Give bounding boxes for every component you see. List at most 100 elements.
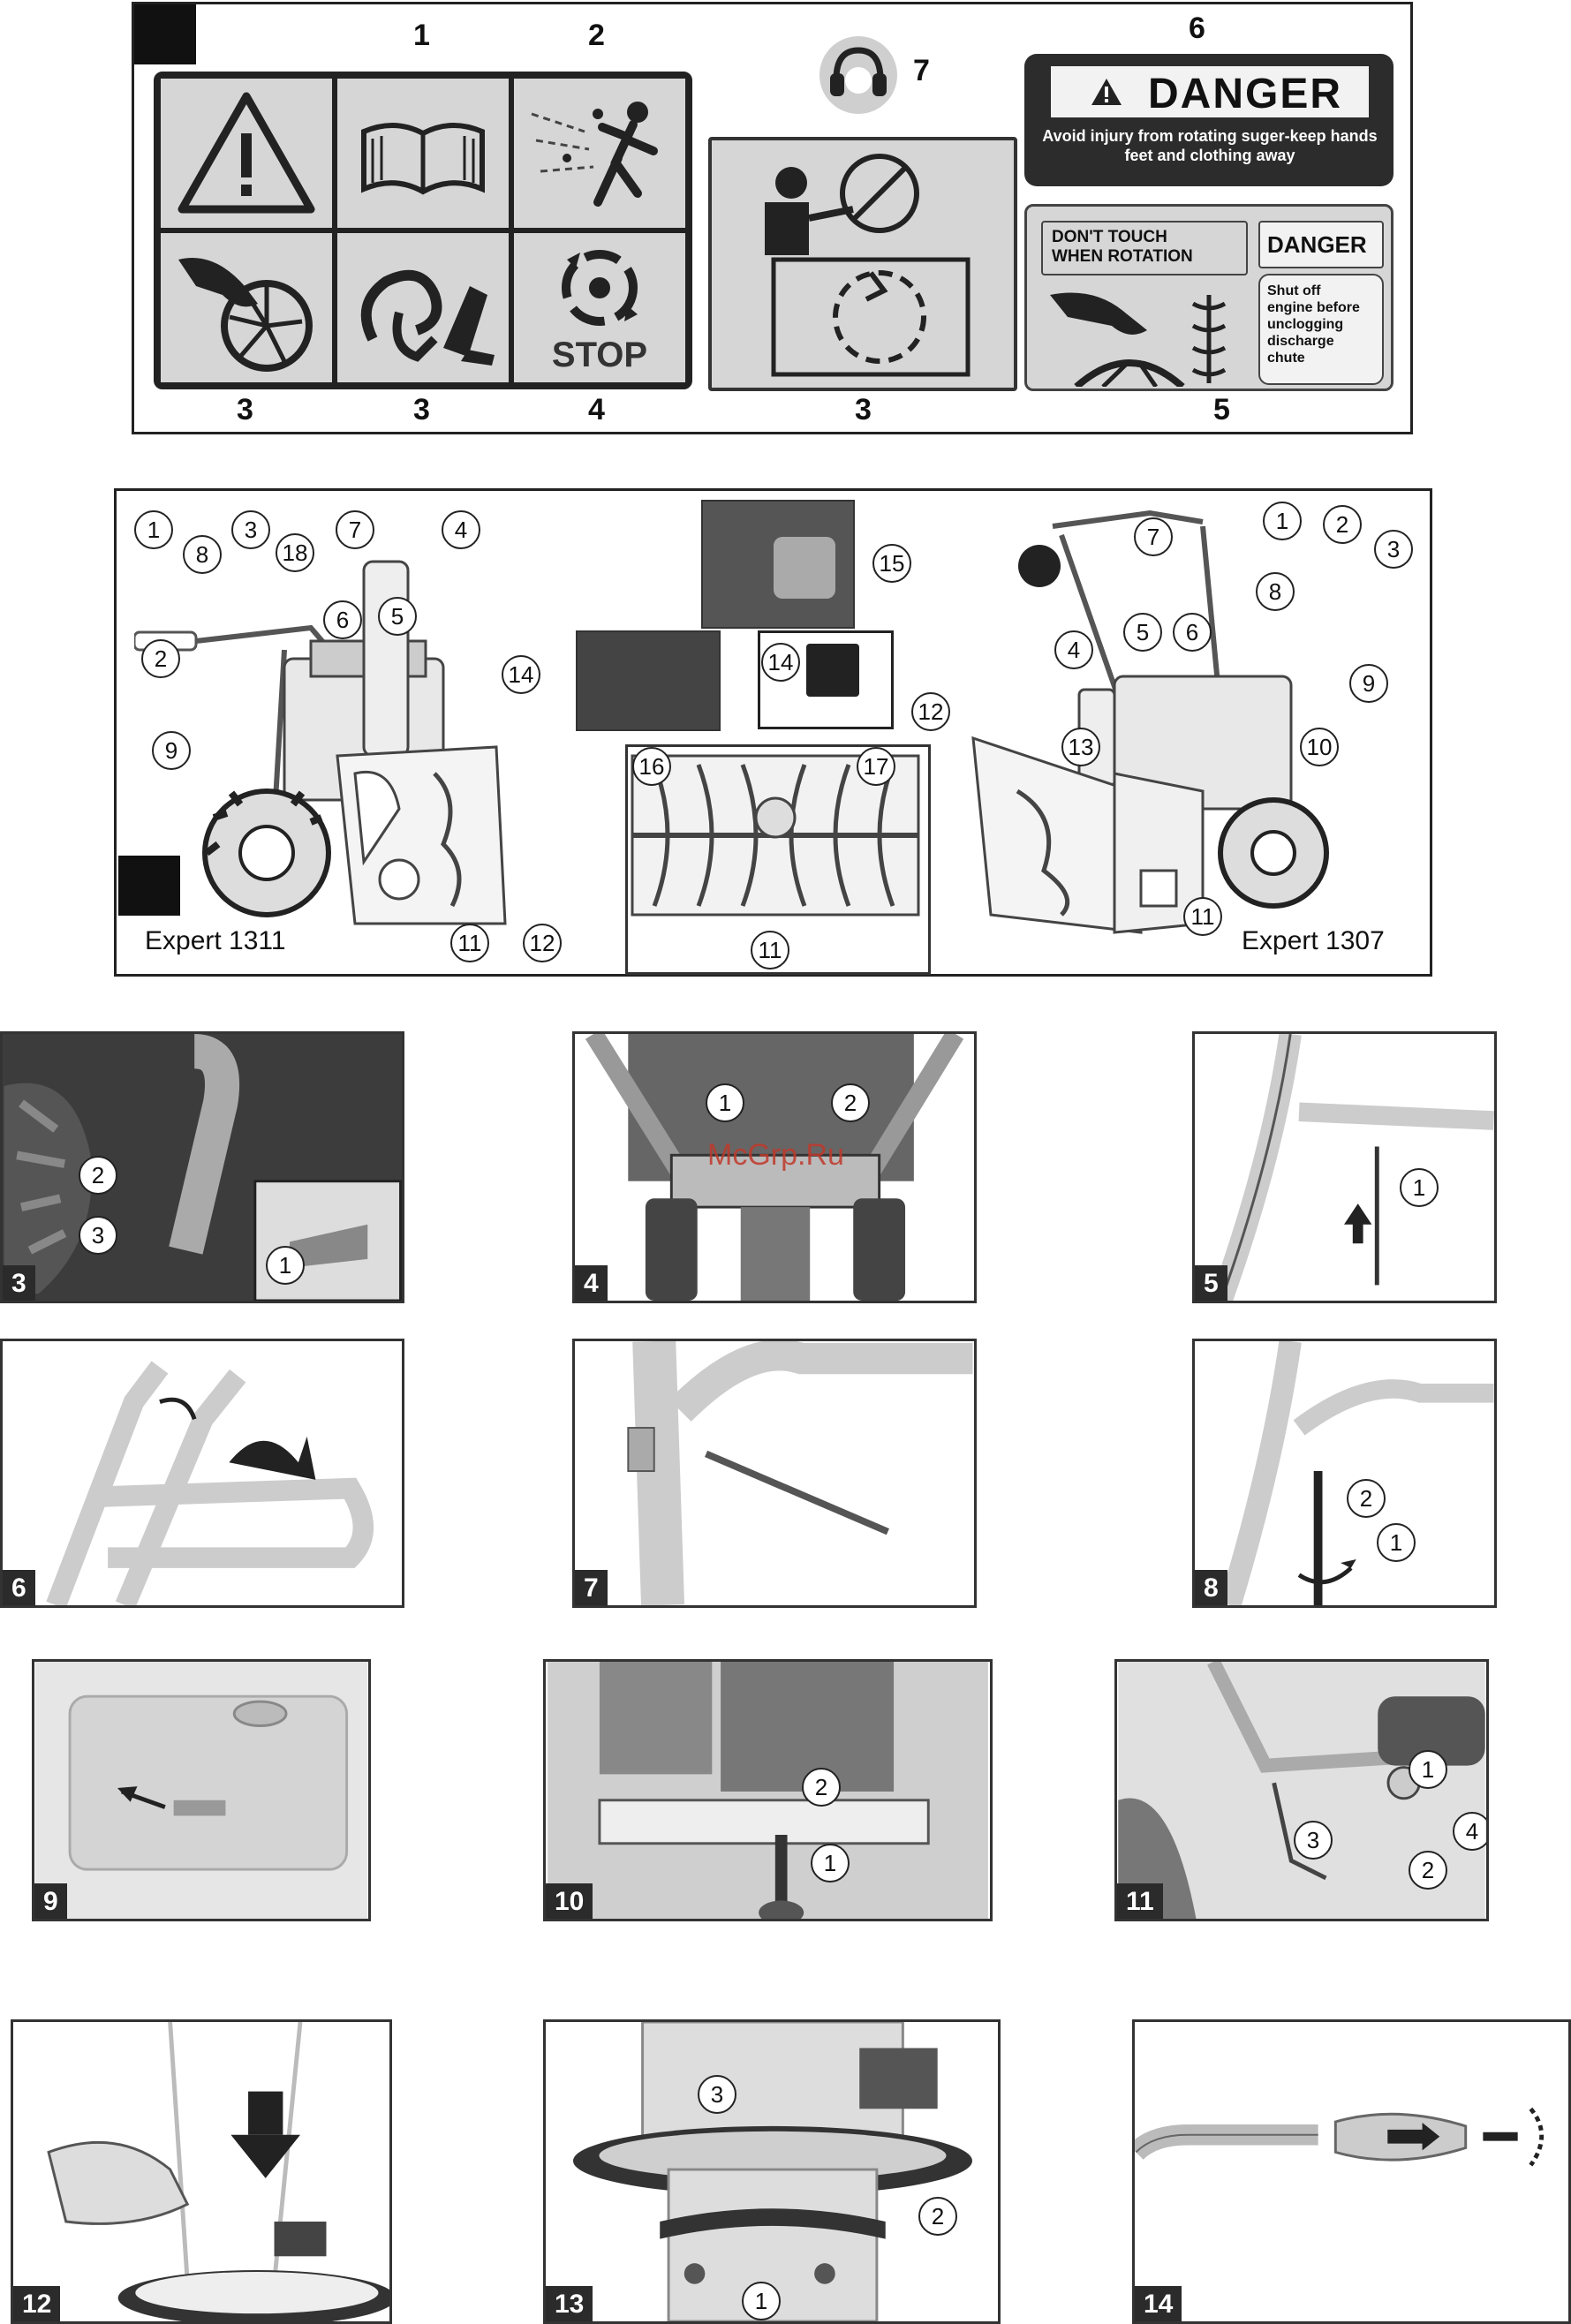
figure-tag: 9 [34, 1883, 67, 1919]
callout: 7 [1134, 517, 1173, 556]
stop-rotor-icon [562, 250, 638, 326]
warning-triangle-cell [158, 76, 335, 230]
label-number: 2 [588, 19, 605, 52]
callout: 2 [918, 2197, 957, 2236]
stop-text: STOP [551, 336, 648, 374]
thrown-objects-cell [511, 76, 688, 230]
snowblower-left-drawing [134, 560, 507, 925]
dont-touch-label: DON'T TOUCH WHEN ROTATION DANGER Shut of… [1024, 204, 1394, 391]
figure-3-panel: 2 3 1 3 [0, 1031, 404, 1303]
figure-tag: 11 [1117, 1883, 1163, 1919]
model-right: Expert 1307 [1242, 926, 1385, 955]
callout: 1 [706, 1083, 744, 1122]
callout: 17 [857, 747, 895, 786]
figure-10-panel: 2 1 10 [543, 1659, 993, 1921]
callout: 3 [1374, 530, 1413, 569]
callout: 6 [1173, 613, 1212, 652]
label5-danger-box: DANGER [1258, 221, 1384, 268]
label5-right-box: Shut off engine before unclogging discha… [1258, 274, 1384, 385]
callout: 14 [761, 643, 800, 682]
figure-6-panel: 6 [0, 1339, 404, 1608]
callout: 3 [698, 2075, 736, 2114]
safety-labels-frame: 1 2 3 3 4 3 6 7 5 [132, 2, 1413, 434]
figure-marker [134, 4, 196, 64]
danger-title: DANGER [1148, 71, 1343, 117]
figure-tag: 7 [575, 1570, 608, 1605]
callout: 1 [134, 510, 173, 549]
pin-drawing [34, 1662, 368, 1919]
figure-8-panel: 2 1 8 [1192, 1339, 1497, 1608]
figure-tag: 8 [1195, 1570, 1227, 1605]
auger-warning-label [708, 137, 1017, 391]
shift-lever-drawing [548, 1662, 988, 1919]
handle-fold-drawing [46, 1361, 374, 1605]
figure-11-panel: 1 4 3 2 11 [1114, 1659, 1489, 1921]
figure-tag: 4 [575, 1265, 608, 1301]
callout: 9 [152, 731, 191, 770]
foot-auger-icon [360, 269, 495, 366]
handle-bolt-drawing [627, 1341, 973, 1605]
label-number: 4 [588, 393, 605, 426]
callout: 2 [831, 1083, 870, 1122]
callout: 11 [751, 931, 789, 970]
label-number: 3 [855, 393, 872, 426]
label5-title: DANGER [1267, 231, 1367, 258]
danger-label: DANGER Avoid injury from rotating suger-… [1024, 54, 1394, 186]
callout: 7 [336, 510, 374, 549]
figure-tag: 6 [3, 1570, 35, 1605]
cable-linkage-drawing [1118, 1662, 1485, 1919]
callout: 3 [231, 510, 270, 549]
callout: 5 [1123, 613, 1162, 652]
label-number: 7 [913, 54, 930, 87]
callout: 1 [1377, 1523, 1416, 1562]
label-number: 6 [1189, 11, 1205, 45]
handle-rod-drawing [1210, 1034, 1494, 1301]
callout: 4 [442, 510, 480, 549]
figure-12-panel: 12 [11, 2019, 392, 2324]
callout: 3 [79, 1216, 117, 1255]
callout: 2 [1409, 1851, 1447, 1890]
figure-5-panel: 1 5 [1192, 1031, 1497, 1303]
callout: 12 [911, 692, 950, 731]
figure-9-panel: 9 [32, 1659, 371, 1921]
watermark: McGrp.Ru [707, 1138, 844, 1172]
callout: 2 [1347, 1479, 1386, 1518]
callout: 14 [502, 655, 540, 694]
manual-cell [335, 76, 511, 230]
figure-7-panel: 7 [572, 1339, 977, 1608]
figure-4-panel: 1 2 McGrp.Ru 4 [572, 1031, 977, 1303]
callout: 1 [1409, 1750, 1447, 1789]
overview-frame: Expert 1311 Expert 1307 [114, 488, 1432, 977]
callout: 11 [450, 924, 489, 962]
callout: 8 [1256, 572, 1295, 611]
figure-tag: 10 [546, 1883, 593, 1919]
book-icon [361, 122, 485, 195]
figure-14-panel: 14 [1132, 2019, 1571, 2324]
crank-rod-drawing [1135, 2107, 1544, 2167]
label-number: 3 [413, 393, 430, 426]
figure-tag: 13 [546, 2286, 593, 2321]
callout: 11 [1183, 897, 1222, 936]
callout: 15 [872, 544, 911, 583]
callout: 1 [742, 2282, 781, 2320]
figure-marker [118, 856, 180, 916]
model-left: Expert 1311 [145, 926, 286, 955]
callout: 5 [378, 597, 417, 636]
callout: 8 [183, 535, 222, 574]
hand-auger-icon [178, 258, 313, 372]
callout: 4 [1054, 630, 1093, 669]
lever-shape [774, 537, 835, 599]
callout: 1 [266, 1246, 305, 1285]
callout: 1 [1400, 1168, 1439, 1207]
chute-lever-inset [701, 500, 855, 629]
callout: 3 [1294, 1821, 1333, 1860]
figure-tag: 14 [1135, 2286, 1182, 2321]
figure-tag: 12 [13, 2286, 61, 2321]
ear-protection-icon [819, 36, 897, 114]
shut-off-text: Shut off engine before unclogging discha… [1267, 283, 1360, 366]
dont-touch-text: DON'T TOUCH WHEN ROTATION [1052, 228, 1193, 266]
callout: 9 [1349, 664, 1388, 703]
dont-touch-box: DON'T TOUCH WHEN ROTATION [1041, 221, 1248, 275]
control-panel-inset [576, 630, 721, 731]
callout: 2 [1323, 505, 1362, 544]
